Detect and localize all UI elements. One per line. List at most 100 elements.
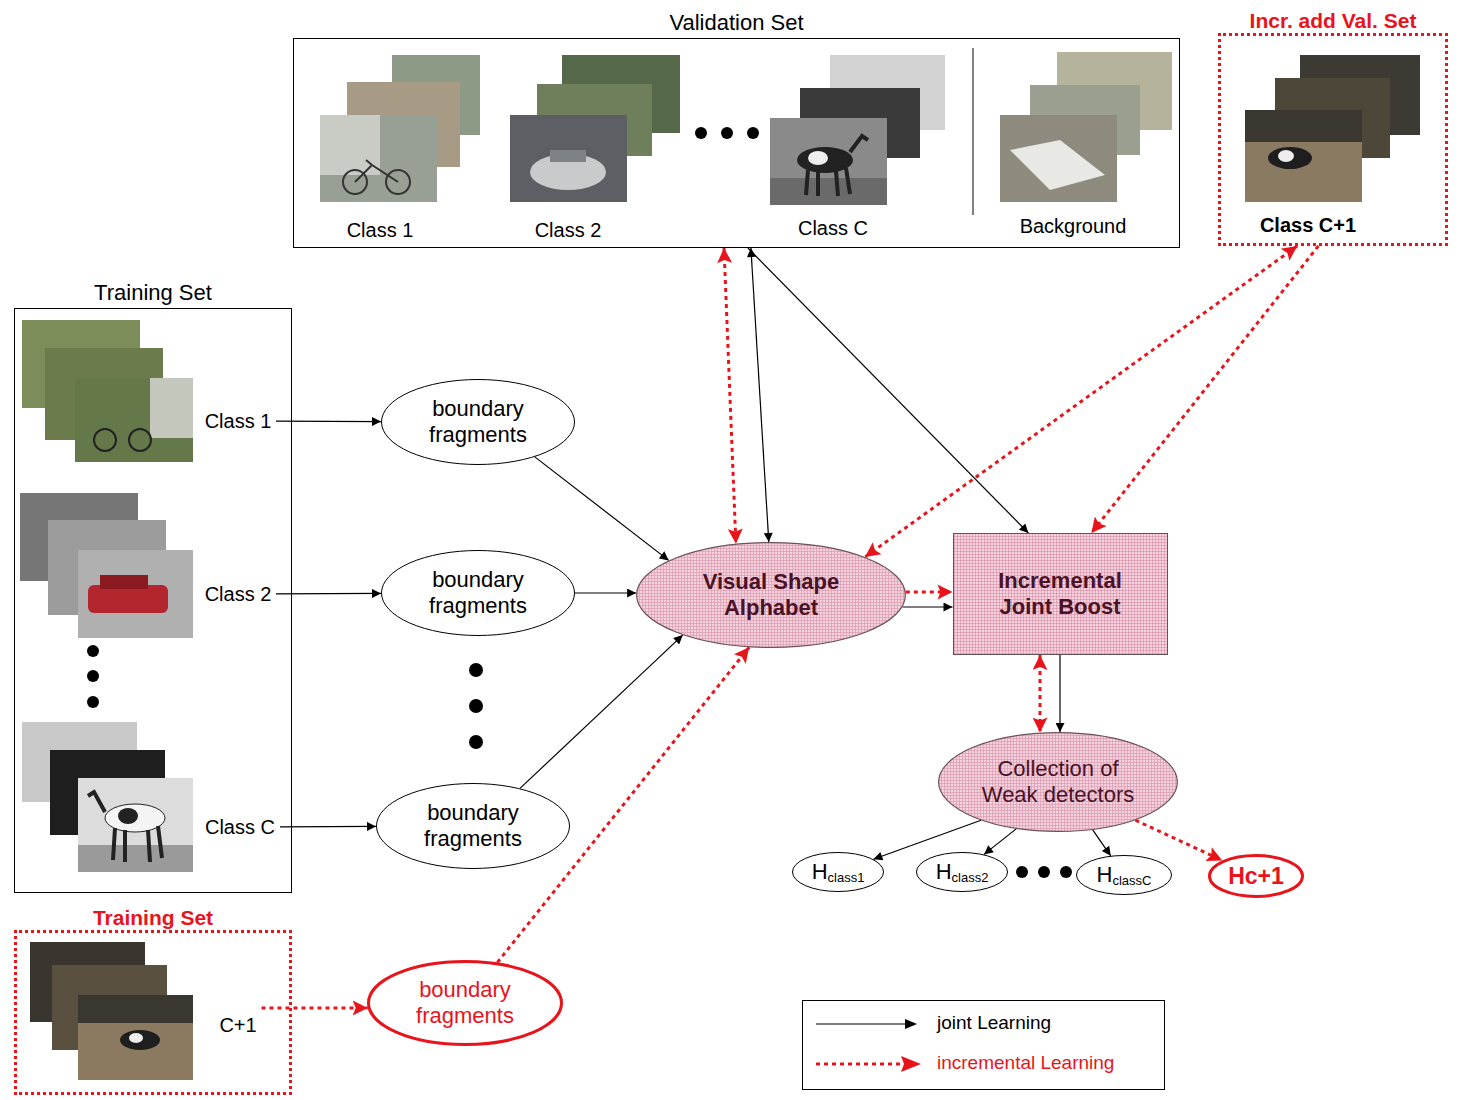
- bicycle-wheel: [129, 429, 151, 451]
- bicycle-frame: [355, 160, 398, 182]
- ellipse-shape: [1077, 856, 1172, 895]
- class-label: Class 1: [342, 217, 418, 244]
- photo-stack: [22, 722, 193, 872]
- class-label: Background: [1015, 213, 1131, 240]
- cow: [120, 1030, 160, 1050]
- process-box: Incremental Joint Boost: [953, 533, 1168, 655]
- class-name: C+1: [219, 1014, 256, 1036]
- ellipse-shape: [369, 962, 562, 1045]
- ellipsis-dot: [1038, 866, 1050, 878]
- text-block: boundary fragments: [429, 396, 527, 448]
- node-text: boundary fragments: [416, 977, 514, 1028]
- photo: [320, 115, 437, 202]
- ground: [78, 845, 193, 872]
- process-ellipse: boundary fragments: [381, 550, 575, 636]
- lounge-chair: [1010, 140, 1105, 190]
- text-block: Class 2: [534, 219, 602, 242]
- class-name: Background: [1020, 215, 1127, 237]
- ellipse-shape: [1210, 856, 1303, 897]
- photo-stack: [22, 320, 193, 462]
- process-ellipse: boundary fragments: [367, 960, 563, 1046]
- legend-row: joint Learning: [803, 1011, 1164, 1037]
- node-text: boundary fragments: [429, 396, 527, 447]
- detector-symbol: H: [1097, 862, 1113, 887]
- car-window: [550, 150, 586, 162]
- legend-arrowhead: [905, 1019, 917, 1029]
- node-text: boundary fragments: [424, 800, 522, 851]
- detector-subscript: classC: [1112, 873, 1151, 888]
- legend-box: joint Learning incremental Learning: [802, 1000, 1165, 1090]
- detector-ellipse: Hc+1: [1208, 854, 1304, 898]
- ellipsis-dot: [469, 735, 483, 749]
- node-text: Incremental Joint Boost: [998, 568, 1122, 619]
- photo: [78, 995, 193, 1080]
- joint-arrow: [280, 826, 376, 828]
- class-label: Class 1: [200, 408, 276, 435]
- group-title: Incr. add Val. Set: [1250, 9, 1417, 33]
- text-block: Class 1: [346, 219, 414, 242]
- class-name: Class 1: [205, 410, 272, 432]
- detector-symbol: H: [936, 859, 952, 884]
- cow-patch: [129, 1033, 143, 1043]
- divider: [973, 48, 974, 215]
- node-text: boundary fragments: [429, 567, 527, 618]
- joint-arrow: [575, 592, 636, 593]
- text-block: Class C: [797, 217, 869, 240]
- horse-body: [105, 804, 165, 832]
- ellipse-shape: [382, 380, 575, 465]
- class-name: Class 2: [205, 583, 272, 605]
- incremental-arrow: [865, 246, 1297, 557]
- legend-arrowhead: [901, 1056, 921, 1072]
- class-name: Class 2: [535, 219, 602, 241]
- legend-sample: [813, 1051, 933, 1077]
- text-block: Background: [1019, 215, 1127, 238]
- ellipsis-dot: [1060, 866, 1072, 878]
- car: [88, 585, 168, 613]
- group-title: Validation Set: [669, 10, 803, 36]
- detector-ellipse: Hclass1: [792, 852, 884, 892]
- joint-arrow: [1093, 830, 1111, 856]
- class-label: C+1: [215, 1012, 262, 1039]
- photo: [75, 378, 193, 462]
- horse-legs: [88, 792, 162, 862]
- group-box: Training SetClass 1Class 2Class C: [14, 308, 292, 893]
- ellipse-shape: [382, 551, 575, 636]
- class-name: Class 1: [347, 219, 414, 241]
- photo: [78, 550, 193, 638]
- group-box: Incr. add Val. SetClass C+1: [1218, 33, 1448, 246]
- incremental-arrow: [1091, 246, 1318, 533]
- core-ellipse: Visual Shape Alphabet: [636, 542, 906, 648]
- legend-text: incremental Learning: [937, 1052, 1114, 1074]
- text-block: Hclass2: [936, 859, 989, 885]
- text-block: Visual Shape Alphabet: [696, 569, 846, 621]
- legend-sample: [813, 1011, 933, 1037]
- text-block: C+1: [219, 1014, 258, 1037]
- text-block: Class C+1: [1259, 214, 1357, 237]
- group-box: Validation SetClass 1Class 2Class CBackg…: [293, 38, 1180, 248]
- incremental-arrow: [906, 591, 953, 594]
- ellipsis-dot: [469, 663, 483, 677]
- incremental-arrow: [1135, 820, 1222, 860]
- bicycle-wheel: [94, 429, 116, 451]
- detector-ellipse: HclassC: [1076, 855, 1172, 895]
- text-block: boundary fragments: [416, 977, 514, 1029]
- text-block: Hc+1: [1228, 863, 1284, 890]
- legend-line: [816, 1023, 909, 1024]
- ellipsis-dot: [695, 127, 707, 139]
- text-block: Class 2: [204, 583, 272, 606]
- node-text: Visual Shape Alphabet: [703, 569, 840, 620]
- incremental-arrow: [1039, 655, 1042, 733]
- photo: [78, 778, 193, 872]
- detector-subscript: class1: [828, 870, 865, 885]
- photo: [1245, 110, 1362, 202]
- ellipse-shape: [637, 543, 906, 648]
- joint-arrow: [1059, 655, 1060, 732]
- text-block: HclassC: [1097, 862, 1152, 888]
- process-ellipse: boundary fragments: [381, 379, 575, 465]
- photo: [510, 115, 627, 202]
- photo-stack: [1000, 52, 1172, 202]
- photo: [770, 118, 887, 205]
- joint-arrow: [535, 457, 669, 561]
- detector-ellipse: Hclass2: [916, 852, 1008, 892]
- legend-text: joint Learning: [937, 1012, 1051, 1034]
